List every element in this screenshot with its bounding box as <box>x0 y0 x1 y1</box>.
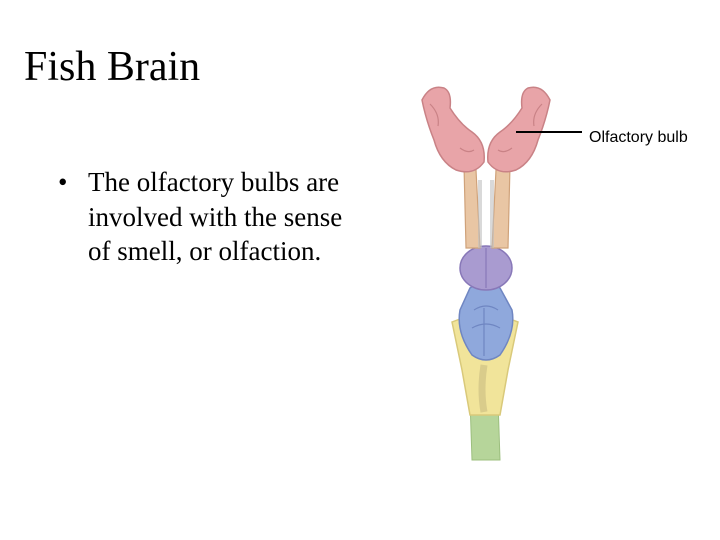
midbrain <box>458 281 514 361</box>
olfactory-bulb-left <box>421 86 485 173</box>
bullet-item: • The olfactory bulbs are involved with … <box>58 165 358 269</box>
olfactory-bulb-label: Olfactory bulb <box>589 129 688 146</box>
olfactory-tract-right <box>491 163 511 249</box>
bullet-text: The olfactory bulbs are involved with th… <box>88 167 343 267</box>
olfactory-tract-channel <box>478 180 494 248</box>
bullet-list: • The olfactory bulbs are involved with … <box>58 165 358 269</box>
midbrain-detail <box>471 305 501 356</box>
olfactory-bulb-folds <box>429 103 543 153</box>
bullet-marker: • <box>58 167 68 197</box>
hindbrain-groove <box>478 364 488 413</box>
slide-title: Fish Brain <box>24 44 201 90</box>
olfactory-tract-left <box>463 163 481 249</box>
fish-brain-diagram <box>421 86 582 461</box>
olfactory-bulb-right <box>487 86 551 173</box>
